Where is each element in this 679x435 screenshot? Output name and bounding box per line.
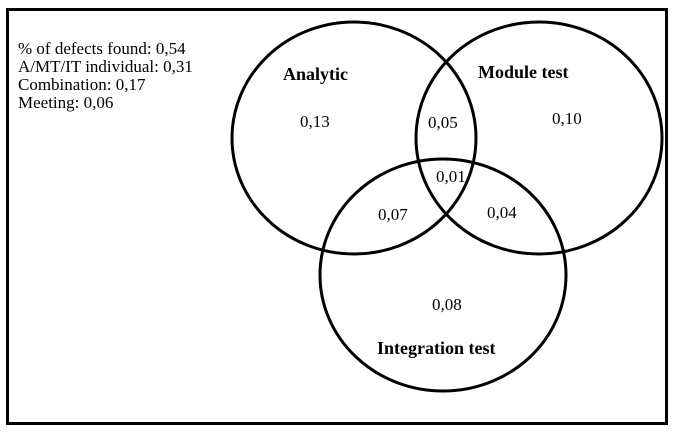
region-analytic-integration: 0,07 [378, 205, 408, 224]
stat-defects-found: % of defects found: 0,54 [18, 39, 186, 58]
statistics-legend: % of defects found: 0,54 A/MT/IT individ… [18, 40, 193, 112]
set-label-analytic: Analytic [283, 64, 348, 84]
circle-module-test [414, 20, 664, 256]
circle-analytic [230, 20, 478, 256]
region-integration-only: 0,08 [432, 295, 462, 314]
region-module-integration: 0,04 [487, 203, 517, 222]
diagram-frame [6, 8, 668, 425]
region-analytic-only: 0,13 [300, 112, 330, 131]
circle-integration-test [318, 157, 568, 393]
region-module-only: 0,10 [552, 109, 582, 128]
region-analytic-module: 0,05 [428, 113, 458, 132]
stat-meeting: Meeting: 0,06 [18, 93, 114, 112]
set-label-module-test: Module test [478, 62, 568, 82]
set-label-integration-test: Integration test [377, 338, 495, 358]
stat-combination: Combination: 0,17 [18, 75, 146, 94]
region-all-three: 0,01 [436, 167, 466, 186]
stat-individual: A/MT/IT individual: 0,31 [18, 57, 193, 76]
